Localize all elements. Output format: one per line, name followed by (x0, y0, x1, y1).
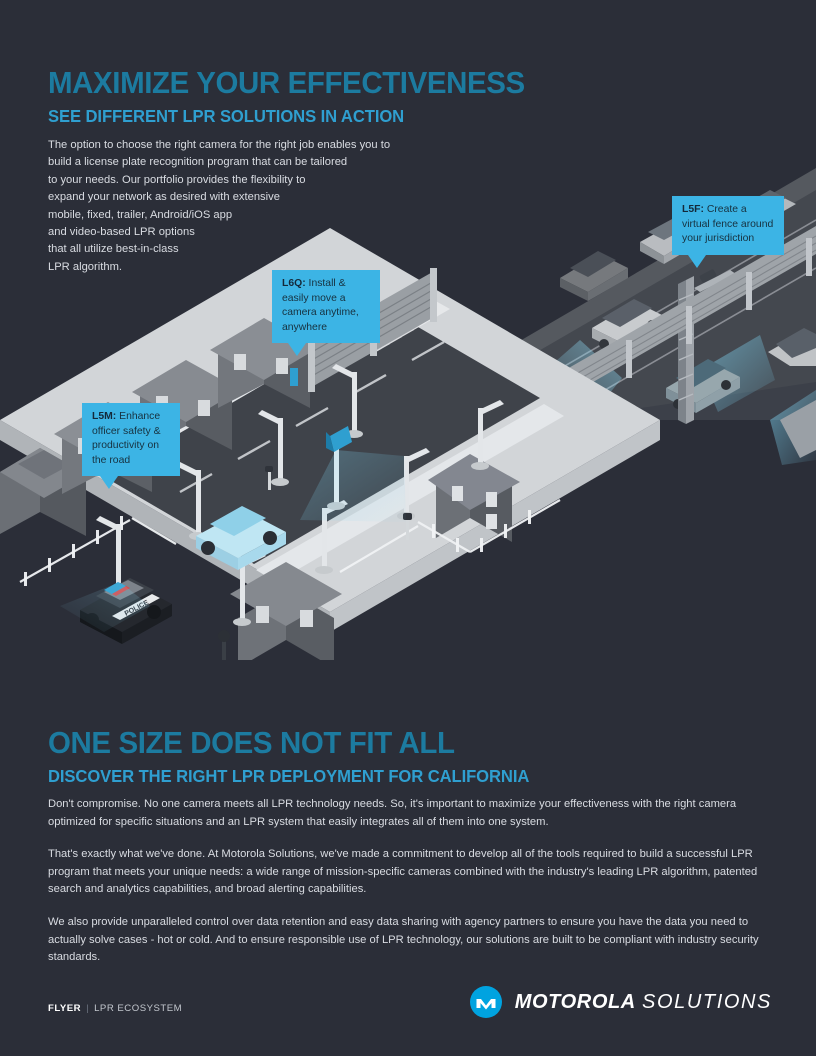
body-paragraph: That's exactly what we've done. At Motor… (48, 848, 758, 896)
intro-line: LPR algorithm. (48, 260, 122, 273)
footer-doc-name: LPR ECOSYSTEM (94, 1003, 183, 1014)
hero-heading-group: MAXIMIZE YOUR EFFECTIVENESS SEE DIFFEREN… (48, 66, 688, 127)
house-row-lower (230, 454, 520, 660)
pole-camera-small (265, 466, 273, 490)
vehicle (780, 400, 816, 458)
intro-line: The option to choose the right camera fo… (48, 139, 391, 151)
callout-l5m-label: L5M: (92, 411, 117, 422)
intro-line: and video-based LPR options (48, 226, 195, 239)
brand-solutions: SOLUTIONS (642, 990, 772, 1013)
brand-wordmark: MOTOROLA SOLUTIONS (515, 991, 772, 1014)
intro-line: that all utilize best-in-class (48, 243, 179, 256)
footer-doc-type: FLYER (48, 1003, 82, 1014)
intro-line: expand your network as desired with exte… (48, 191, 280, 204)
callout-tail (688, 254, 706, 268)
callout-tail (288, 343, 306, 357)
intro-paragraph: The option to choose the right camera fo… (48, 137, 391, 276)
body-copy: Don't compromise. No one camera meets al… (48, 796, 783, 982)
callout-tail (100, 476, 118, 490)
footer-doc-label: FLYER | LPR ECOSYSTEM (48, 1003, 182, 1014)
page-subtitle: SEE DIFFERENT LPR SOLUTIONS IN ACTION (48, 106, 405, 126)
body-paragraph: We also provide unparalleled control ove… (48, 915, 759, 964)
callout-l6q-text: Install & easily move a camera anytime, … (282, 278, 359, 333)
intro-line: build a license plate recognition progra… (48, 156, 348, 169)
motorola-batwing-logo (469, 986, 502, 1018)
body-paragraph: Don't compromise. No one camera meets al… (48, 798, 737, 828)
pole-camera-small (218, 630, 230, 660)
callout-l5f: L5F: Create a virtual fence around your … (672, 196, 784, 268)
callout-l6q: L6Q: Install & easily move a camera anyt… (272, 270, 380, 357)
house (230, 562, 342, 660)
footer-separator: | (86, 1003, 90, 1014)
callout-l5m-text: Enhance officer safety & productivity on… (92, 411, 161, 466)
lpr-ecosystem-illustration: POLICE (0, 120, 816, 660)
intro-line: to your needs. Our portfolio provides th… (48, 173, 306, 186)
intro-line: mobile, fixed, trailer, Android/iOS app (48, 208, 233, 221)
page-title: MAXIMIZE YOUR EFFECTIVENESS (48, 65, 525, 100)
lower-title: ONE SIZE DOES NOT FIT ALL (48, 725, 455, 760)
brand-motorola: MOTOROLA (514, 990, 636, 1013)
callout-l5f-text: Create a virtual fence around your juris… (682, 204, 774, 245)
lower-heading-group: ONE SIZE DOES NOT FIT ALL DISCOVER THE R… (48, 726, 748, 787)
picket-fence-posts (24, 510, 531, 586)
vehicle (560, 251, 628, 301)
house (428, 454, 520, 542)
vehicle (768, 328, 816, 366)
callout-l6q-label: L6Q: (282, 278, 306, 289)
lower-subtitle: DISCOVER THE RIGHT LPR DEPLOYMENT FOR CA… (48, 766, 530, 786)
callout-l5f-label: L5F: (682, 204, 704, 215)
callout-l5m: L5M: Enhance officer safety & productivi… (82, 403, 180, 490)
brand-lockup: MOTOROLA SOLUTIONS (469, 986, 772, 1018)
detected-vehicle (196, 450, 406, 570)
